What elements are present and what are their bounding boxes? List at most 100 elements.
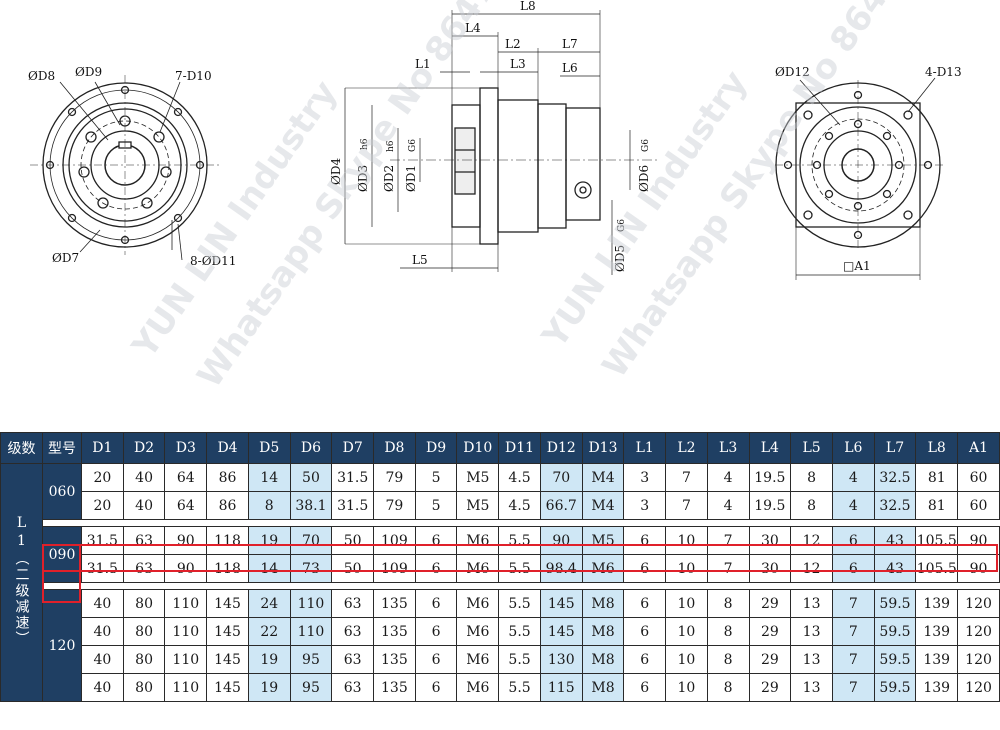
cell-d6: 110 [289,589,333,618]
label-d1-tol: G6 [408,139,418,152]
cell-l7: 59.5 [873,645,917,674]
cell-l4: 29 [748,673,792,702]
cell-l5: 13 [790,589,833,618]
label-d5-tol: G6 [617,219,627,232]
stage-cell: L1（二级减速） [0,463,43,702]
cell-d1: 20 [81,463,124,492]
cell-d10: M5 [456,463,500,492]
header-l2: L2 [665,432,708,464]
cell-d6: 95 [289,673,333,702]
cell-l7: 32.5 [873,491,917,520]
side-section-view [344,10,660,275]
header-型号: 型号 [42,432,82,464]
label-d7: ØD7 [52,251,79,265]
cell-l3: 7 [706,526,750,555]
cell-l8: 139 [915,589,959,618]
cell-d8: 135 [373,617,416,646]
cell-l8: 139 [915,617,959,646]
cell-a1: 90 [957,554,1000,583]
cell-d7: 31.5 [331,491,375,520]
cell-d1: 40 [81,617,124,646]
cell-l3: 8 [706,589,750,618]
cell-d12: 98.4 [539,554,583,583]
cell-l2: 7 [665,491,708,520]
cell-d6: 70 [289,526,333,555]
cell-l6: 7 [831,589,875,618]
header-l3: L3 [706,432,750,464]
cell-d10: M6 [456,589,500,618]
cell-d2: 40 [122,463,166,492]
cell-l8: 105.5 [915,526,959,555]
cell-d4: 86 [206,491,249,520]
cell-d10: M6 [456,617,500,646]
cell-l4: 19.5 [748,491,792,520]
cell-d10: M6 [456,645,500,674]
cell-d9: 6 [414,673,458,702]
label-d1: ØD1 [404,165,418,192]
cell-d8: 79 [373,463,416,492]
cell-l5: 12 [790,526,833,555]
cell-d2: 80 [122,617,166,646]
label-d12: ØD12 [775,65,810,79]
cell-d5: 14 [247,554,291,583]
cell-d13: M4 [581,463,625,492]
header-d3: D3 [164,432,208,464]
header-d10: D10 [456,432,500,464]
cell-d5: 19 [247,526,291,555]
cell-l1: 6 [623,554,667,583]
model-cell: 090 [42,526,82,583]
label-d8: ØD8 [28,69,55,83]
label-a1: □A1 [843,259,871,273]
cell-d11: 5.5 [498,554,541,583]
cell-d3: 110 [164,673,208,702]
cell-d10: M5 [456,491,500,520]
cell-d9: 5 [414,491,458,520]
cell-l1: 6 [623,645,667,674]
cell-l8: 139 [915,645,959,674]
label-d3: ØD3 [356,165,370,192]
cell-l7: 59.5 [873,617,917,646]
cell-l3: 8 [706,645,750,674]
cell-l8: 139 [915,673,959,702]
cell-d4: 118 [206,526,249,555]
label-d6-tol: G6 [641,139,651,152]
cell-d5: 8 [247,491,291,520]
label-l7: L7 [562,37,578,51]
cell-d9: 6 [414,645,458,674]
cell-d6: 50 [289,463,333,492]
cell-d1: 40 [81,645,124,674]
cell-d8: 109 [373,554,416,583]
cell-l7: 43 [873,526,917,555]
cell-l1: 3 [623,463,667,492]
cell-a1: 120 [957,645,1000,674]
cell-d5: 24 [247,589,291,618]
label-d9: ØD9 [75,65,102,79]
header-l7: L7 [873,432,917,464]
cell-d4: 86 [206,463,249,492]
header-l8: L8 [915,432,959,464]
header-l4: L4 [748,432,792,464]
cell-d6: 38.1 [289,491,333,520]
header-d8: D8 [373,432,416,464]
label-d5: ØD5 [613,245,627,272]
left-flange-view [30,75,220,261]
cell-d6: 110 [289,617,333,646]
cell-d13: M8 [581,617,625,646]
label-d2-tol: h6 [386,140,396,152]
cell-d3: 110 [164,617,208,646]
cell-l4: 29 [748,645,792,674]
cell-l2: 7 [665,463,708,492]
cell-d6: 73 [289,554,333,583]
cell-d1: 31.5 [81,554,124,583]
cell-d8: 135 [373,645,416,674]
right-flange-view [775,77,945,280]
cell-a1: 120 [957,673,1000,702]
cell-d11: 5.5 [498,645,541,674]
cell-d4: 118 [206,554,249,583]
cell-l1: 6 [623,617,667,646]
cell-l5: 13 [790,645,833,674]
label-d11: 8-ØD11 [190,254,236,268]
